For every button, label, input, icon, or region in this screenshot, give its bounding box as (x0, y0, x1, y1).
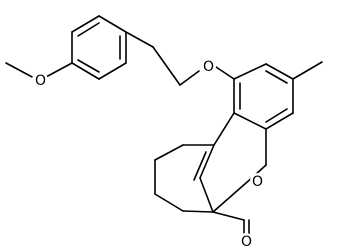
bond-ring3-g (212, 175, 255, 213)
bond-ring2-b (265, 63, 294, 80)
bond-ring1-c (98, 15, 127, 33)
bond-ring3-d (199, 177, 214, 213)
bond-ring2-a (233, 63, 267, 80)
bond-o-aryl (45, 62, 73, 78)
bond-ch2-o (179, 70, 200, 86)
bond-ring1-e (98, 62, 127, 80)
bond-ch2-down (152, 46, 181, 86)
methoxy-oxygen-label: O (35, 73, 46, 89)
bond-ring1-double-1 (77, 22, 100, 37)
bond-ring2-double-2 (265, 108, 288, 123)
bond-ring3-c (199, 144, 215, 179)
bond-methyl-o (5, 62, 35, 79)
ether-oxygen-bg (200, 58, 216, 74)
bond-ring4-d (154, 193, 184, 212)
bond-ring-ch2 (125, 31, 154, 48)
carbonyl-oxygen-label: O (241, 234, 252, 250)
carbonyl-oxygen-bg (238, 233, 254, 249)
bond-ring1-double-3 (77, 59, 100, 73)
bond-ring3-b (213, 112, 235, 146)
bond-ring3-e (212, 211, 245, 221)
bond-ring1-b (71, 15, 100, 33)
bond-o-ring2 (215, 66, 235, 80)
bond-ring4-b (154, 144, 184, 161)
bond-ring2-d (265, 112, 294, 130)
bond-ring4-double (193, 151, 207, 181)
bond-ring1-f (71, 62, 100, 80)
bond-ring4-e (182, 210, 214, 213)
ring-oxygen-label: O (252, 174, 263, 190)
methoxy-oxygen-bg (32, 72, 48, 88)
ring-oxygen-bg (250, 173, 266, 189)
bond-ring2-double-1 (265, 70, 288, 84)
bond-methyl (292, 61, 323, 80)
ether-oxygen-label: O (203, 59, 214, 75)
bond-ring2-e (233, 112, 267, 130)
